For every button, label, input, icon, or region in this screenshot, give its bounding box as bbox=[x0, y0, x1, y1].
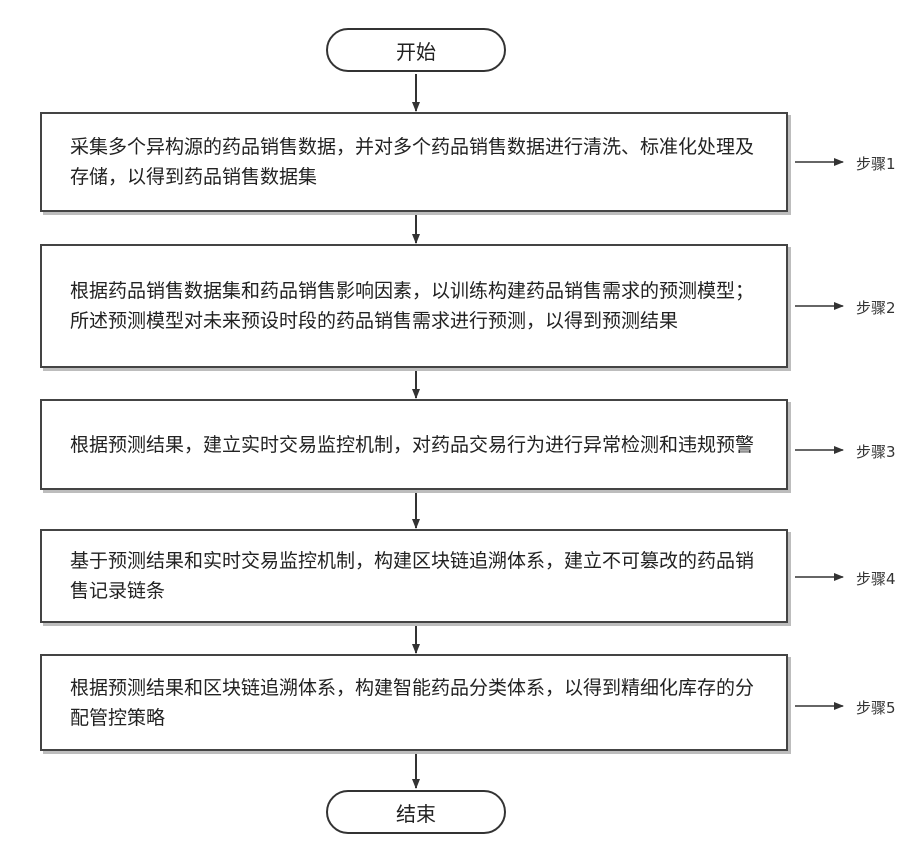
step-4-text: 基于预测结果和实时交易监控机制，构建区块链追溯体系，建立不可篡改的药品销售记录链… bbox=[70, 546, 762, 606]
end-label: 结束 bbox=[396, 798, 436, 827]
end-node: 结束 bbox=[326, 790, 506, 834]
step-5-box: 根据预测结果和区块链追溯体系，构建智能药品分类体系，以得到精细化库存的分配管控策… bbox=[40, 654, 788, 751]
step-2-box: 根据药品销售数据集和药品销售影响因素，以训练构建药品销售需求的预测模型；所述预测… bbox=[40, 244, 788, 368]
step-1-label: 步骤1 bbox=[856, 153, 896, 174]
step-3-label: 步骤3 bbox=[856, 441, 896, 462]
step-3-box: 根据预测结果，建立实时交易监控机制，对药品交易行为进行异常检测和违规预警 bbox=[40, 399, 788, 490]
step-1-text: 采集多个异构源的药品销售数据，并对多个药品销售数据进行清洗、标准化处理及存储，以… bbox=[70, 132, 762, 192]
step-5-label: 步骤5 bbox=[856, 697, 896, 718]
step-4-label: 步骤4 bbox=[856, 568, 896, 589]
step-5-text: 根据预测结果和区块链追溯体系，构建智能药品分类体系，以得到精细化库存的分配管控策… bbox=[70, 673, 762, 733]
step-2-text: 根据药品销售数据集和药品销售影响因素，以训练构建药品销售需求的预测模型；所述预测… bbox=[70, 276, 762, 336]
start-node: 开始 bbox=[326, 28, 506, 72]
step-2-label: 步骤2 bbox=[856, 297, 896, 318]
step-4-box: 基于预测结果和实时交易监控机制，构建区块链追溯体系，建立不可篡改的药品销售记录链… bbox=[40, 529, 788, 623]
start-label: 开始 bbox=[396, 36, 436, 65]
step-1-box: 采集多个异构源的药品销售数据，并对多个药品销售数据进行清洗、标准化处理及存储，以… bbox=[40, 112, 788, 212]
step-3-text: 根据预测结果，建立实时交易监控机制，对药品交易行为进行异常检测和违规预警 bbox=[70, 430, 754, 460]
